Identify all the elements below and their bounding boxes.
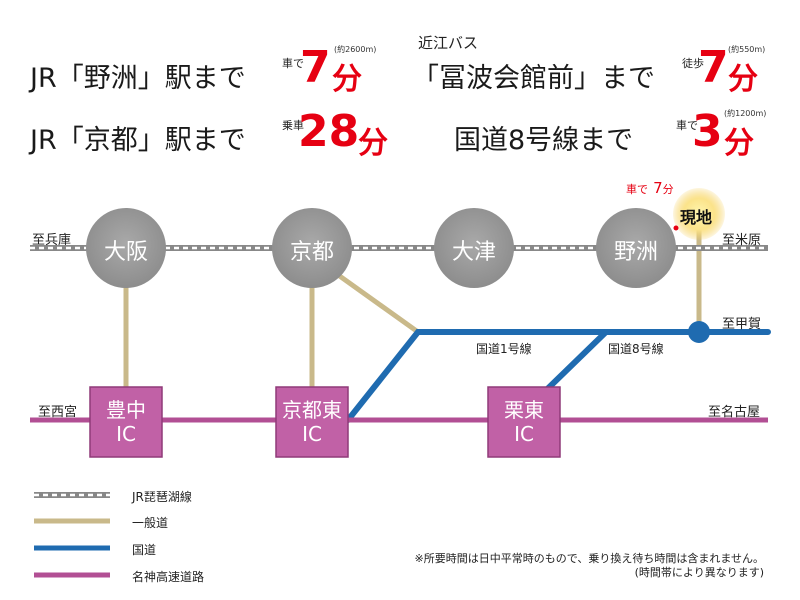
legend-label-jr: JR琵琶湖線 (132, 490, 192, 504)
legend-label-national-route: 国道 (132, 543, 157, 557)
local-road-kyoto-diagonal (332, 269, 420, 335)
station-yasu (596, 208, 676, 288)
ic-label-ritto-name: 栗東 (504, 398, 544, 422)
ic-label-toyonaka-name: 豊中 (106, 398, 146, 422)
headline-kyoto-value: 28 (298, 106, 360, 157)
headline-route8-distance: (約1200m) (724, 109, 767, 118)
headline-bus-over: 近江バス (418, 34, 479, 52)
road-label-route8: 国道8号線 (608, 342, 664, 356)
site-label: 現地 (680, 208, 713, 227)
station-kyoto (272, 208, 352, 288)
headline-yasu-distance: (約2600m) (334, 45, 377, 54)
junction-marker (688, 321, 710, 343)
station-label-yasu: 野洲 (613, 240, 658, 265)
site-time: 車で 7分 (626, 178, 674, 197)
station-label-osaka: 大阪 (103, 240, 148, 265)
headline-yasu-value: 7 (300, 42, 331, 93)
headline-bus-distance: (約550m) (728, 45, 766, 54)
headline-bus-value: 7 (698, 42, 729, 93)
station-otsu (434, 208, 514, 288)
headline-yasu-prefix: JR「野洲」駅まで (30, 63, 246, 94)
ic-label-kyoto-higashi: 京都東 IC (276, 398, 348, 446)
direction-rail-east: 至米原 (722, 233, 762, 248)
headline-route8-unit: 分 (724, 126, 754, 161)
headline-yasu-unit: 分 (332, 62, 362, 97)
site-time-value: 7 (653, 179, 663, 197)
legend-label-expressway: 名神高速道路 (132, 570, 205, 584)
route1-line (345, 329, 771, 423)
ic-label-kyoto-higashi-ic: IC (302, 422, 322, 446)
direction-expressway-west: 至西宮 (38, 405, 78, 420)
station-label-otsu: 大津 (451, 240, 496, 265)
ic-label-toyonaka: 豊中 IC (90, 398, 162, 446)
ic-label-ritto-ic: IC (514, 422, 534, 446)
legend-label-local-road: 一般道 (132, 516, 169, 530)
ic-label-ritto: 栗東 IC (488, 398, 560, 446)
headline-route8-prefix: 国道8号線まで (454, 125, 634, 156)
direction-rail-west: 至兵庫 (32, 233, 72, 248)
legend-swatches (34, 492, 110, 578)
direction-expressway-east: 至名古屋 (708, 405, 761, 420)
ic-toyonaka (89, 386, 163, 458)
site-time-unit: 分 (662, 183, 674, 196)
site-dot (673, 225, 679, 231)
station-label-kyoto: 京都 (289, 240, 334, 265)
ic-ritto (487, 386, 561, 458)
headline-route8-value: 3 (692, 106, 723, 157)
site-time-prefix: 車で (626, 183, 648, 196)
footnote-line-1: ※所要時間は日中平常時のもので、乗り換え待ち時間は含まれません。 (414, 552, 764, 565)
station-osaka (86, 208, 166, 288)
site-glow (673, 188, 725, 240)
ic-label-kyoto-higashi-name: 京都東 (282, 398, 342, 422)
direction-route1-east: 至甲賀 (722, 317, 762, 332)
headline-kyoto-prefix: JR「京都」駅まで (30, 125, 246, 156)
road-label-route1: 国道1号線 (476, 342, 532, 356)
ic-kyoto-higashi (275, 386, 349, 458)
headline-bus-prefix: 「冨波会館前」まで (412, 63, 655, 94)
headline-bus-unit: 分 (728, 62, 758, 97)
footnote: ※所要時間は日中平常時のもので、乗り換え待ち時間は含まれません。 (時間帯により… (415, 552, 764, 580)
headline-kyoto-unit: 分 (358, 126, 388, 161)
ic-label-toyonaka-ic: IC (116, 422, 136, 446)
footnote-line-2: (時間帯により異なります) (634, 566, 764, 579)
